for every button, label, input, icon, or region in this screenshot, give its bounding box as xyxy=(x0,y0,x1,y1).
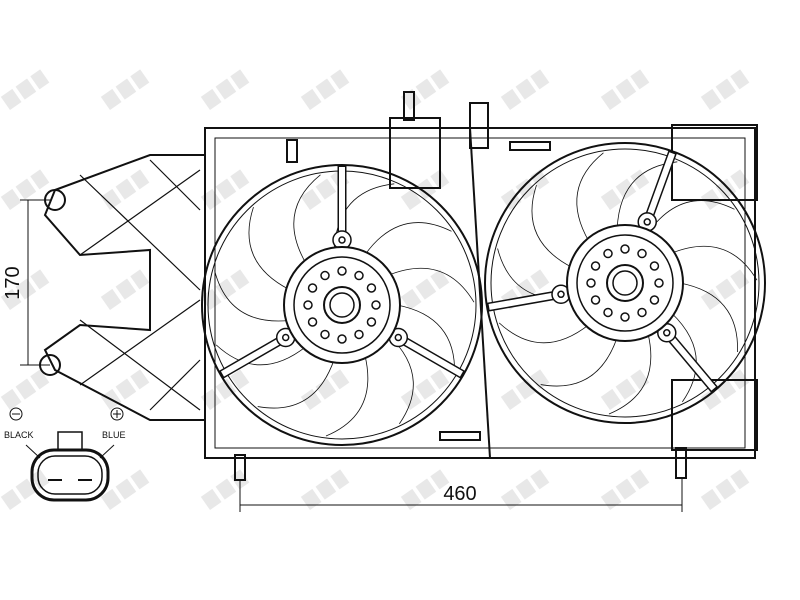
watermark-logo xyxy=(200,469,250,510)
watermark-logo xyxy=(400,169,450,210)
watermark-logo xyxy=(500,369,550,410)
width-dimension-label: 460 xyxy=(443,483,476,505)
fan-blade xyxy=(257,359,335,409)
minus-icon xyxy=(9,407,23,421)
fan-blade xyxy=(396,304,455,375)
watermark-logo xyxy=(0,369,50,410)
watermark-logo xyxy=(400,469,450,510)
watermark-logo xyxy=(400,69,450,111)
black-wire-label: BLACK xyxy=(4,430,34,440)
fan-blade xyxy=(498,322,590,344)
fan-blade xyxy=(679,282,738,353)
fan-blade xyxy=(670,312,697,403)
watermark-logo xyxy=(600,369,650,410)
fan-blade xyxy=(531,184,573,268)
blue-wire-label: BLUE xyxy=(102,430,126,440)
watermark-logo xyxy=(200,169,250,210)
hub xyxy=(606,264,644,302)
fan-blade xyxy=(671,245,758,281)
motor-housing xyxy=(283,246,401,364)
watermark-logo xyxy=(0,469,50,510)
watermark-logo xyxy=(0,169,50,210)
fans xyxy=(201,142,766,446)
fan-blade xyxy=(364,222,452,256)
watermark-logo xyxy=(100,469,150,510)
watermark-logo xyxy=(500,69,550,111)
fan-blade xyxy=(325,354,369,437)
watermark-logo xyxy=(500,169,550,210)
watermark-logo xyxy=(600,69,650,111)
watermark-logo xyxy=(100,69,150,110)
dimension-lines xyxy=(20,199,683,512)
watermark-logo xyxy=(100,169,150,210)
mounting-bracket xyxy=(39,154,206,421)
electrical-connector: BLACK BLUE xyxy=(4,407,126,502)
fan-blade xyxy=(608,332,652,415)
watermark-logo xyxy=(300,369,350,410)
watermark-logo xyxy=(100,269,150,310)
fan-blade xyxy=(540,337,618,387)
motor-housing xyxy=(566,224,684,342)
watermark-logo xyxy=(200,69,250,111)
fan-blade xyxy=(214,270,290,322)
fan-blade xyxy=(215,344,307,366)
watermark-logo xyxy=(0,269,50,310)
watermark-logo xyxy=(600,169,650,210)
watermark-logo xyxy=(500,469,550,510)
fan-blade xyxy=(293,174,321,264)
watermark-logo xyxy=(700,469,750,510)
plus-icon xyxy=(110,407,124,421)
watermark-logo xyxy=(400,269,450,310)
fan-blade xyxy=(248,206,290,290)
hub xyxy=(323,286,361,324)
fan-2 xyxy=(484,142,766,424)
fan-blade xyxy=(647,200,735,234)
watermark-logo xyxy=(700,169,750,210)
watermark-logo xyxy=(300,469,350,510)
height-dimension-label: 170 xyxy=(2,266,24,299)
fan-blade xyxy=(576,152,604,242)
fan-blade xyxy=(388,267,475,303)
watermark-logo xyxy=(600,469,650,510)
watermark-logo xyxy=(300,69,350,110)
watermark-logo xyxy=(700,69,750,110)
watermark-layer xyxy=(0,69,750,510)
watermark-logo xyxy=(0,69,50,110)
fan-1 xyxy=(201,164,483,446)
watermark-logo xyxy=(700,269,750,310)
watermark-logo xyxy=(100,369,150,410)
